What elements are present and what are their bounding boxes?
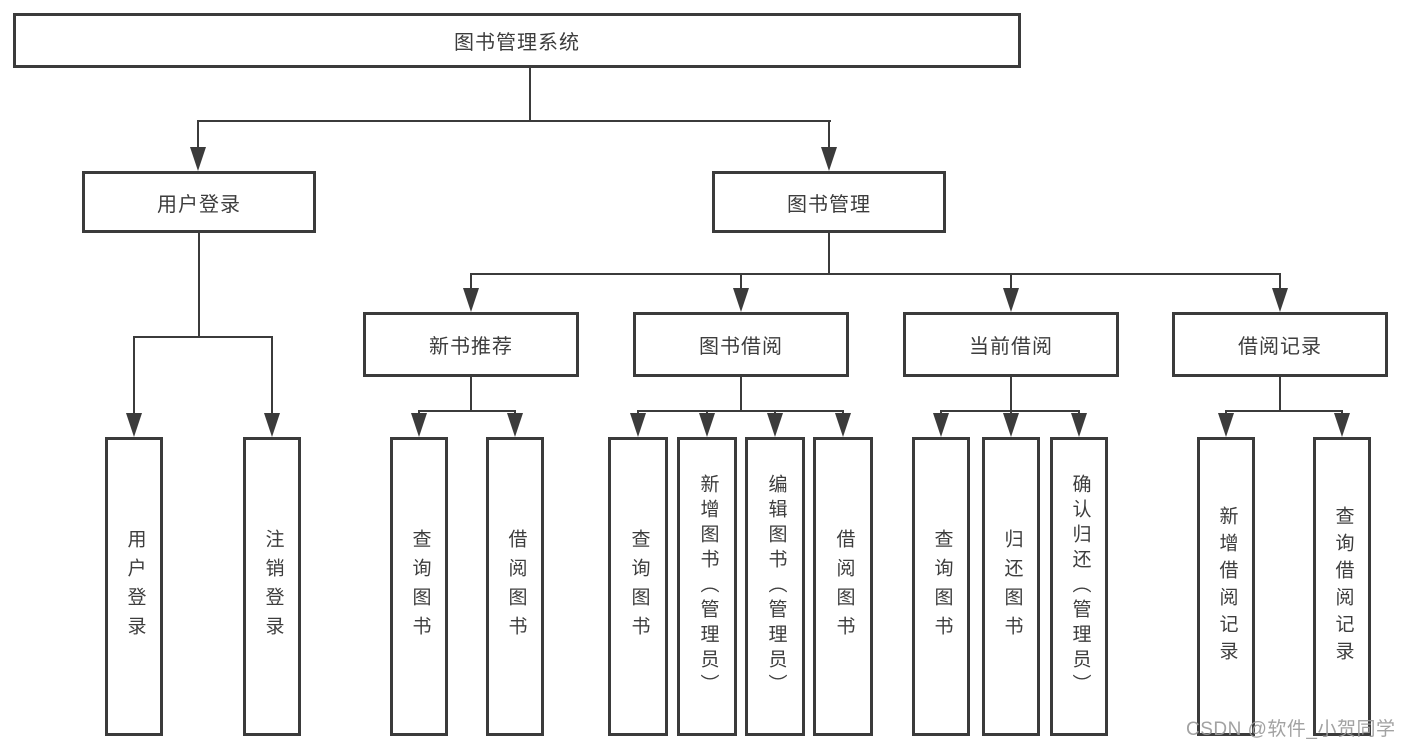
node-current-borrow: 当前借阅 — [903, 312, 1119, 377]
leaf-logout-label: 注销登录 — [262, 528, 284, 645]
node-borrow-records-label: 借阅记录 — [1238, 336, 1322, 358]
leaf-bb-edit-book-admin-label: 编辑图书（管理员） — [765, 474, 787, 699]
watermark: CSDN @软件_小贺同学 — [1186, 719, 1396, 740]
leaf-cb-query-books: 查询图书 — [912, 437, 970, 736]
leaf-cb-confirm-return-admin: 确认归还（管理员） — [1050, 437, 1108, 736]
arrowhead-current-borrow — [1003, 288, 1019, 312]
leaf-cb-return-books: 归还图书 — [982, 437, 1040, 736]
connector-level3-crossbar — [470, 273, 1281, 275]
arrowhead-user-login — [190, 147, 206, 171]
node-new-book-recommend-label: 新书推荐 — [429, 336, 513, 358]
connector-borrow-records-stem — [1279, 375, 1281, 412]
leaf-nb-query-books-label: 查询图书 — [409, 528, 431, 645]
arrowhead-leaf-logout — [264, 413, 280, 437]
connector-drop-new-book-recommend — [470, 273, 472, 290]
leaf-nb-borrow-books-label: 借阅图书 — [505, 528, 527, 645]
arrowhead-nb-query — [411, 413, 427, 437]
connector-drop-leaf-logout — [271, 336, 273, 415]
arrowhead-nb-borrow — [507, 413, 523, 437]
node-book-borrow: 图书借阅 — [633, 312, 849, 377]
leaf-bb-borrow-books-label: 借阅图书 — [833, 528, 855, 645]
arrowhead-br-query — [1334, 413, 1350, 437]
leaf-bb-add-book-admin: 新增图书（管理员） — [677, 437, 737, 736]
leaf-br-add-record: 新增借阅记录 — [1197, 437, 1255, 736]
node-book-management-label: 图书管理 — [787, 193, 871, 216]
leaf-nb-query-books: 查询图书 — [390, 437, 448, 736]
connector-root-trunk — [529, 66, 531, 120]
arrowhead-bb-add — [699, 413, 715, 437]
arrowhead-cb-return — [1003, 413, 1019, 437]
leaf-cb-return-books-label: 归还图书 — [1001, 528, 1023, 645]
connector-drop-borrow-records — [1279, 273, 1281, 290]
node-new-book-recommend: 新书推荐 — [363, 312, 579, 377]
connector-current-borrow-stem — [1010, 375, 1012, 412]
connector-drop-leaf-login — [133, 336, 135, 415]
arrowhead-bb-borrow — [835, 413, 851, 437]
connector-drop-current-borrow — [1010, 273, 1012, 290]
arrowhead-borrow-records — [1272, 288, 1288, 312]
node-library-system: 图书管理系统 — [13, 13, 1021, 68]
connector-book-management-stem — [828, 231, 830, 275]
node-library-system-label: 图书管理系统 — [454, 32, 580, 54]
connector-book-borrow-stem — [740, 375, 742, 412]
arrowhead-cb-query — [933, 413, 949, 437]
arrowhead-br-add — [1218, 413, 1234, 437]
connector-book-borrow-crossbar — [637, 410, 844, 412]
leaf-bb-query-books: 查询图书 — [608, 437, 668, 736]
leaf-bb-add-book-admin-label: 新增图书（管理员） — [697, 474, 719, 699]
leaf-br-query-record-label: 查询借阅记录 — [1332, 505, 1354, 668]
leaf-bb-edit-book-admin: 编辑图书（管理员） — [745, 437, 805, 736]
connector-drop-user-login — [197, 120, 199, 150]
leaf-logout: 注销登录 — [243, 437, 301, 736]
connector-borrow-records-crossbar — [1225, 410, 1343, 412]
node-book-management: 图书管理 — [712, 171, 946, 233]
node-book-borrow-label: 图书借阅 — [699, 336, 783, 358]
node-borrow-records: 借阅记录 — [1172, 312, 1388, 377]
connector-user-login-crossbar — [133, 336, 273, 338]
connector-level2-crossbar — [197, 120, 831, 122]
leaf-cb-query-books-label: 查询图书 — [931, 528, 953, 645]
leaf-bb-borrow-books: 借阅图书 — [813, 437, 873, 736]
leaf-br-query-record: 查询借阅记录 — [1313, 437, 1371, 736]
arrowhead-new-book-recommend — [463, 288, 479, 312]
node-current-borrow-label: 当前借阅 — [969, 336, 1053, 358]
arrowhead-bb-query — [630, 413, 646, 437]
arrowhead-book-borrow — [733, 288, 749, 312]
leaf-user-login: 用户登录 — [105, 437, 163, 736]
arrowhead-book-management — [821, 147, 837, 171]
arrowhead-cb-confirm — [1071, 413, 1087, 437]
arrowhead-bb-edit — [767, 413, 783, 437]
connector-drop-book-management — [828, 120, 830, 150]
leaf-cb-confirm-return-admin-label: 确认归还（管理员） — [1069, 474, 1091, 699]
leaf-bb-query-books-label: 查询图书 — [628, 528, 650, 645]
connector-new-book-recommend-crossbar — [418, 410, 516, 412]
leaf-user-login-label: 用户登录 — [124, 528, 146, 645]
arrowhead-leaf-login — [126, 413, 142, 437]
leaf-br-add-record-label: 新增借阅记录 — [1216, 505, 1238, 668]
node-user-login: 用户登录 — [82, 171, 316, 233]
connector-new-book-recommend-stem — [470, 375, 472, 412]
leaf-nb-borrow-books: 借阅图书 — [486, 437, 544, 736]
connector-user-login-stem — [198, 231, 200, 337]
node-user-login-label: 用户登录 — [157, 193, 241, 216]
connector-drop-book-borrow — [740, 273, 742, 290]
